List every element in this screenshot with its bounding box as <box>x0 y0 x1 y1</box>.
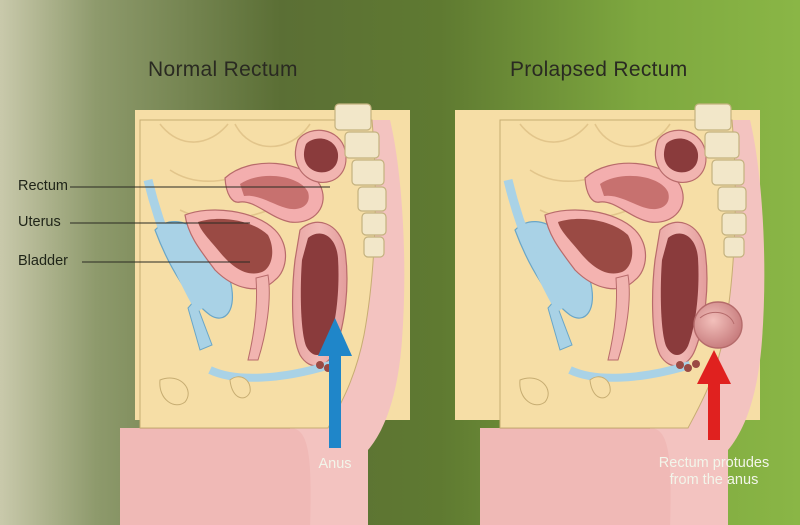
caption-prolapse: Rectum protudes from the anus <box>634 455 794 489</box>
panel-prolapsed <box>455 104 764 525</box>
caption-anus: Anus <box>318 456 352 472</box>
label-uterus: Uterus <box>18 214 61 230</box>
label-rectum: Rectum <box>18 178 68 194</box>
panel-normal <box>70 104 410 525</box>
title-prolapsed: Prolapsed Rectum <box>510 58 688 81</box>
arrow-up-icon <box>697 350 731 440</box>
caption-prolapse-line2: from the anus <box>669 472 759 488</box>
title-normal: Normal Rectum <box>148 58 298 81</box>
caption-prolapse-line1: Rectum protudes <box>658 455 770 471</box>
label-bladder: Bladder <box>18 253 68 269</box>
prolapse-bulge <box>693 301 743 349</box>
arrow-up-icon <box>318 318 352 448</box>
anatomy-normal <box>120 104 404 525</box>
